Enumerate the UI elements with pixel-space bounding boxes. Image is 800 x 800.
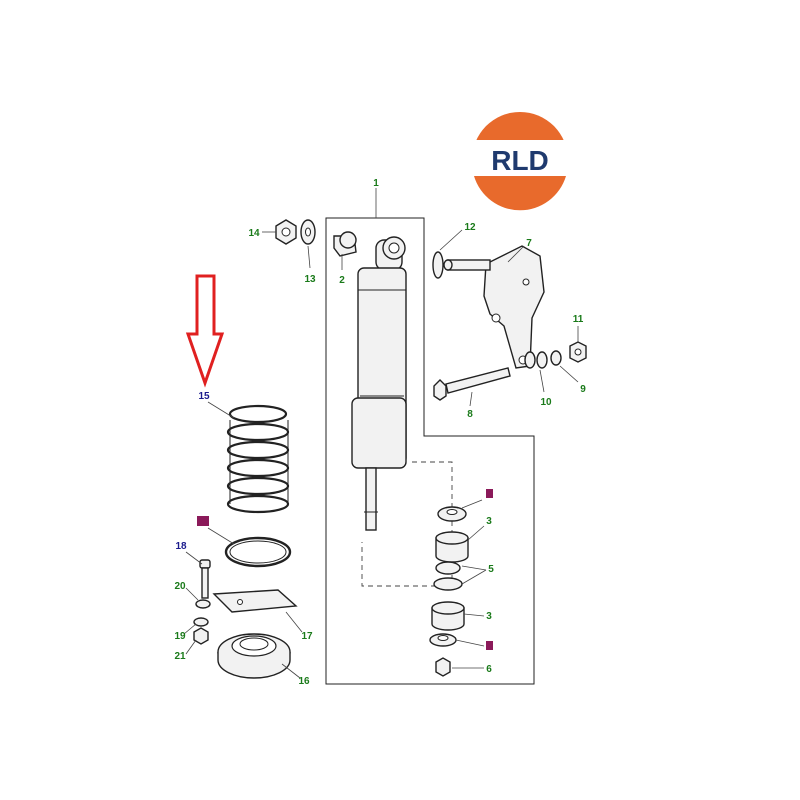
- spring-seat: [217, 633, 291, 679]
- nut-21: [193, 627, 209, 645]
- washer-12: [432, 251, 444, 279]
- callout-17: 17: [301, 631, 313, 642]
- callout-13: 13: [304, 274, 316, 285]
- washer-19: [193, 617, 209, 627]
- logo-text: RLD: [491, 145, 549, 176]
- washer-20: [195, 599, 211, 609]
- shock-absorber: [351, 236, 407, 531]
- callout-3-bottom: 3: [486, 611, 492, 622]
- leader-lines: [183, 188, 579, 679]
- mounting-kit-parts: [429, 506, 469, 677]
- shock-group-outline: [325, 217, 535, 685]
- callout-22: 22: [197, 517, 209, 528]
- nut-11: [569, 341, 587, 363]
- callout-14: 14: [248, 228, 260, 239]
- callout-18: 18: [175, 541, 187, 552]
- plate-part: [212, 589, 298, 613]
- highlight-arrow: [185, 274, 225, 388]
- callout-19: 19: [174, 631, 186, 642]
- callout-21: 21: [174, 651, 186, 662]
- bush-part: [333, 231, 357, 257]
- callout-15: 15: [198, 391, 210, 402]
- screw-part: [199, 559, 211, 599]
- callout-labels: 1 2 14 13 12 7 8 10 9 11 4 3 5 3 4 6 15 …: [174, 178, 586, 687]
- washer-part: [300, 219, 316, 245]
- callout-4-bottom: 4: [486, 641, 492, 652]
- nut-part: [275, 219, 297, 245]
- callout-9: 9: [580, 384, 586, 395]
- callout-12: 12: [464, 222, 476, 233]
- rld-logo: RLD: [468, 112, 572, 211]
- callout-22-marker: [197, 516, 209, 526]
- callout-4-top: 4: [486, 489, 492, 500]
- callout-6: 6: [486, 664, 492, 675]
- callout-20: 20: [174, 581, 186, 592]
- callout-10: 10: [540, 397, 552, 408]
- bolt-part: [433, 367, 511, 401]
- coil-spring: [226, 404, 290, 514]
- washer-10: [524, 351, 536, 369]
- washer-9: [536, 350, 562, 369]
- callout-5: 5: [488, 564, 494, 575]
- callout-8: 8: [467, 409, 473, 420]
- mounting-bracket: [443, 245, 545, 369]
- spring-ring: [224, 536, 292, 568]
- callout-16: 16: [298, 676, 310, 687]
- callout-7: 7: [526, 238, 532, 249]
- callout-2: 2: [339, 275, 345, 286]
- callout-1: 1: [373, 178, 379, 189]
- callout-3-top: 3: [486, 516, 492, 527]
- callout-11: 11: [573, 314, 584, 325]
- callout-4-top-marker: [486, 489, 493, 498]
- callout-4-bottom-marker: [486, 641, 493, 650]
